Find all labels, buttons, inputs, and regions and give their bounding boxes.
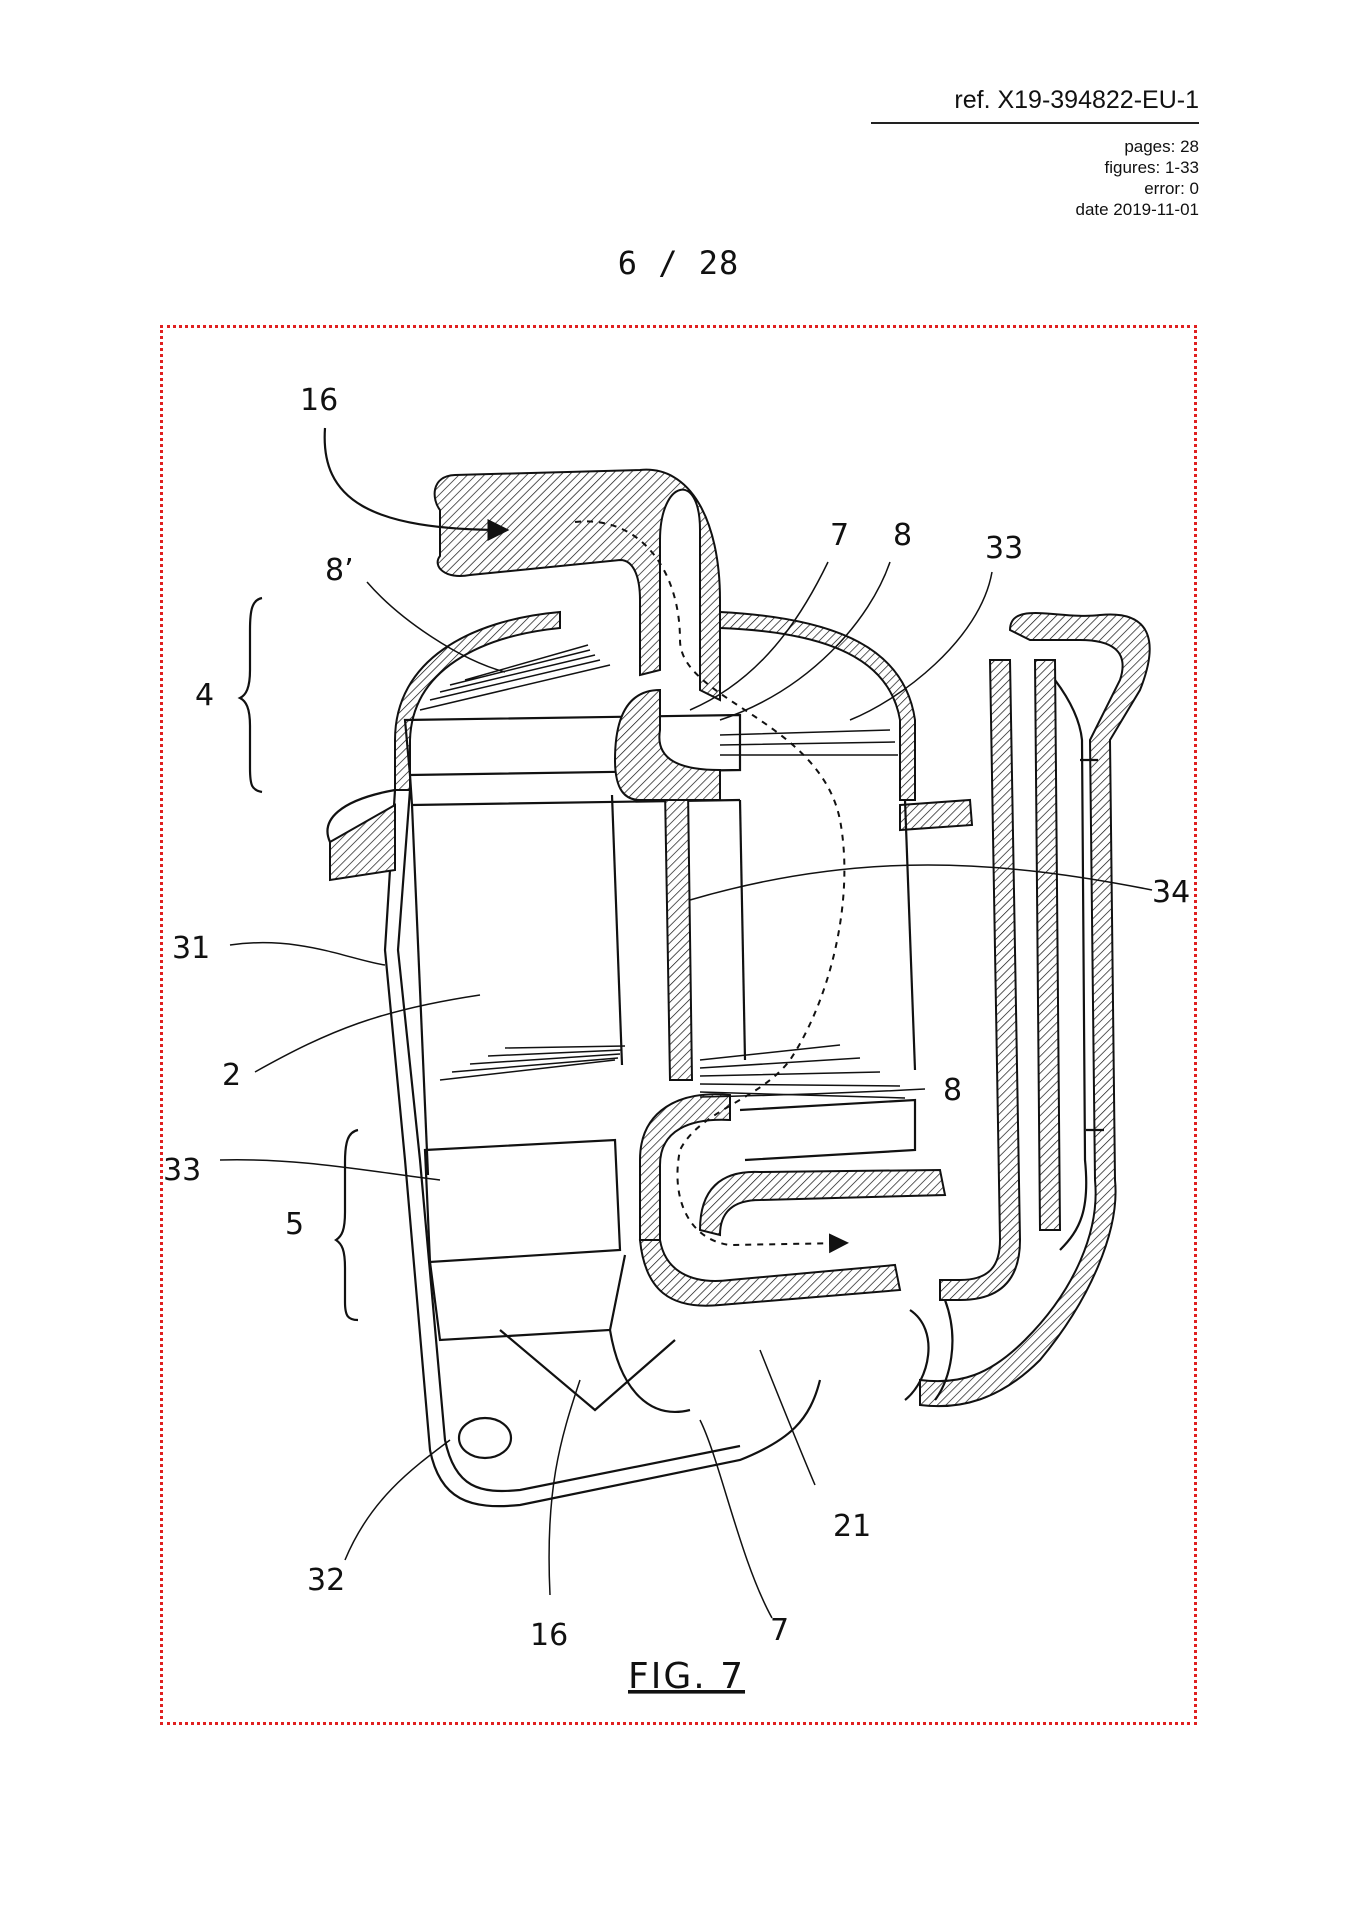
label-33-left: 33 <box>163 1153 201 1188</box>
label-7-top: 7 <box>830 518 849 553</box>
figure-caption: FIG. 7 <box>628 1656 745 1697</box>
label-7-bottom: 7 <box>770 1613 789 1648</box>
label-16-top: 16 <box>300 383 338 418</box>
brackets <box>237 596 359 1322</box>
page-number: 6 / 28 <box>617 244 740 282</box>
outlet-port <box>457 1416 513 1460</box>
label-8-top: 8 <box>893 518 912 553</box>
error-count: error: 0 <box>1144 179 1199 198</box>
figures-range: figures: 1-33 <box>1104 158 1200 177</box>
label-8-prime: 8’ <box>325 553 354 588</box>
cyclone-body <box>403 468 947 1413</box>
reference-number: ref. X19-394822-EU-1 <box>871 84 1199 124</box>
label-33-top: 33 <box>985 531 1023 566</box>
document-header: ref. X19-394822-EU-1 pages: 28 figures: … <box>871 84 1199 220</box>
pages-count: pages: 28 <box>1124 137 1199 156</box>
document-date: date 2019-11-01 <box>1075 200 1199 219</box>
figure-frame <box>160 325 1197 1725</box>
label-8-mid: 8 <box>943 1073 962 1108</box>
label-34: 34 <box>1152 875 1190 910</box>
label-2: 2 <box>222 1058 241 1093</box>
vanes <box>419 644 906 1099</box>
label-5: 5 <box>285 1207 304 1242</box>
housing <box>326 610 974 1508</box>
label-16-bottom: 16 <box>530 1618 568 1653</box>
side-channel <box>904 612 1151 1408</box>
label-4: 4 <box>195 678 214 713</box>
flow-arrows <box>323 427 849 1254</box>
leader-lines <box>219 561 1153 1619</box>
label-31: 31 <box>172 931 210 966</box>
label-32: 32 <box>307 1563 345 1598</box>
label-21: 21 <box>833 1509 871 1544</box>
document-meta: pages: 28 figures: 1-33 error: 0 date 20… <box>871 136 1199 220</box>
